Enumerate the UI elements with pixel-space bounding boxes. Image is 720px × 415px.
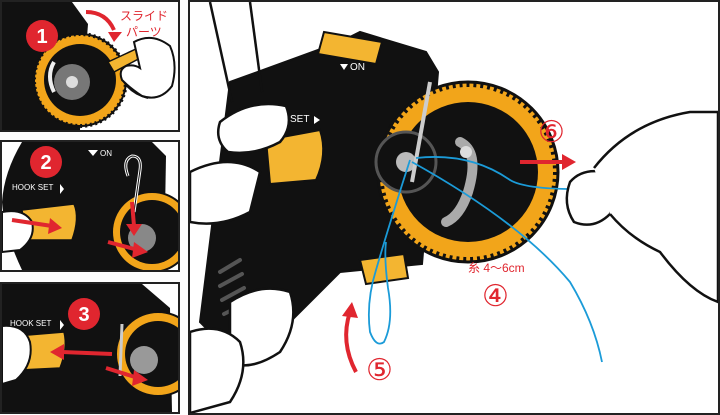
- hand-icon: [2, 324, 32, 386]
- step-number-badge: [26, 20, 58, 52]
- arrow-icon: [61, 350, 113, 356]
- step-2-panel: HOOK SET ON 2: [0, 140, 180, 272]
- hook-set-button: [21, 203, 78, 241]
- on-label: ON: [100, 149, 112, 158]
- step-1-panel: 1 スライド パーツ: [0, 0, 180, 132]
- arrow-icon: [11, 218, 53, 228]
- step-number: 3: [78, 304, 89, 326]
- step-2-illustration: HOOK SET ON 2: [2, 142, 178, 270]
- main-illustration: ON SET: [190, 2, 718, 413]
- hand-icon: [217, 102, 291, 155]
- step-5-number: ⑤: [366, 354, 393, 387]
- slide-part-label-line1: スライド: [120, 9, 168, 23]
- hook-set-label: SET: [290, 114, 309, 125]
- step-3-panel: HOOK SET 3: [0, 282, 180, 414]
- hook-set-button: [264, 128, 325, 186]
- step-6-number: ⑥: [538, 116, 565, 149]
- bottom-knob: [358, 252, 410, 286]
- hook-set-label: HOOK SET: [10, 319, 51, 328]
- step-number-badge: [30, 146, 62, 178]
- step-number-badge: [68, 298, 100, 330]
- step-4-label: 糸 4〜6cm: [468, 261, 525, 275]
- step-1-illustration: 1 スライド パーツ: [2, 2, 176, 130]
- on-label: ON: [350, 62, 365, 73]
- step-4-number: ④: [482, 280, 509, 313]
- steps-4-6-panel: ON SET: [188, 0, 720, 415]
- step-number: 2: [40, 152, 51, 174]
- step-3-illustration: HOOK SET 3: [2, 284, 178, 412]
- hook-set-label: HOOK SET: [12, 183, 53, 192]
- slide-part-label-line2: パーツ: [126, 25, 162, 39]
- arrow-icon: [85, 10, 116, 31]
- slide-part: [316, 30, 384, 66]
- step-number: 1: [36, 26, 47, 48]
